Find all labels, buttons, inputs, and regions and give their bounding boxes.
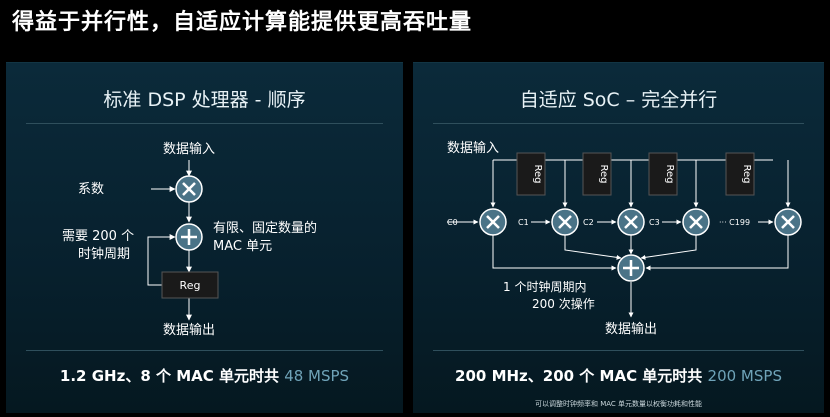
register-block-1 — [516, 152, 546, 196]
left-summary: 1.2 GHz、8 个 MAC 单元时共 48 MSPS — [6, 365, 403, 386]
page-title: 得益于并行性，自适应计算能提供更高吞吐量 — [12, 10, 473, 35]
cycle-note-line1: 1 个时钟周期内 — [503, 279, 586, 294]
sequential-dsp-panel: 标准 DSP 处理器 - 顺序 Reg 数据输入 系数 需要 20 — [6, 62, 403, 413]
adder-icon — [175, 223, 203, 251]
data-output-label: 数据输出 — [605, 321, 657, 337]
register-label-1: Reg — [532, 165, 543, 184]
coefficient-c0: C0 — [447, 218, 458, 227]
multiplier-icon — [617, 208, 645, 236]
left-top-divider — [26, 123, 383, 124]
multiplier-icon — [551, 208, 579, 236]
cycles-needed-line2: 时钟周期 — [78, 246, 130, 262]
register-label: Reg — [180, 279, 201, 292]
parallel-soc-diagram: Reg Reg Reg Reg 数据输入 C0 C1 C — [447, 140, 802, 337]
right-panel-heading: 自适应 SoC – 完全并行 — [519, 89, 718, 111]
left-summary-main: 1.2 GHz、8 个 MAC 单元时共 — [59, 367, 285, 385]
right-summary-throughput: 200 MSPS — [707, 367, 782, 385]
right-bottom-divider — [433, 350, 804, 351]
multiplier-icon — [774, 208, 802, 236]
coefficient-c1: C1 — [518, 218, 529, 227]
register-block-4 — [725, 152, 755, 196]
cycles-needed-line1: 需要 200 个 — [62, 229, 134, 244]
register-label-4: Reg — [741, 165, 752, 184]
coefficient-c199: ··· C199 — [719, 218, 750, 227]
adder-icon — [617, 254, 645, 282]
coefficient-c3: C3 — [649, 218, 660, 227]
data-output-label: 数据输出 — [163, 322, 215, 338]
right-summary: 200 MHz、200 个 MAC 单元时共 200 MSPS — [413, 365, 824, 386]
right-summary-main: 200 MHz、200 个 MAC 单元时共 — [455, 367, 708, 385]
mac-note-line2: MAC 单元 — [213, 239, 272, 254]
coefficient-c2: C2 — [583, 218, 594, 227]
register-block-3 — [648, 152, 678, 196]
cycle-note-line2: 200 次操作 — [532, 296, 595, 311]
register-block — [161, 271, 219, 299]
multiplier-icon — [479, 208, 507, 236]
data-input-label: 数据输入 — [447, 140, 499, 156]
coefficient-label: 系数 — [78, 182, 104, 197]
multiplier-icon — [175, 175, 203, 203]
left-panel-heading: 标准 DSP 处理器 - 顺序 — [103, 89, 306, 111]
register-block-2 — [582, 152, 612, 196]
register-label-2: Reg — [598, 165, 609, 184]
footnote: 可以调整时钟频率和 MAC 单元数量以权衡功耗和性能 — [534, 400, 703, 408]
parallel-soc-panel: 自适应 SoC – 完全并行 — [413, 62, 824, 413]
register-label-3: Reg — [664, 165, 675, 184]
right-top-divider — [433, 123, 804, 124]
left-summary-throughput: 48 MSPS — [284, 367, 350, 385]
data-input-label: 数据输入 — [163, 141, 215, 157]
sequential-dsp-diagram: Reg 数据输入 系数 需要 200 个 时钟周期 有限、固定数量的 MAC 单… — [62, 141, 317, 338]
left-bottom-divider — [26, 350, 383, 351]
mac-note-line1: 有限、固定数量的 — [213, 220, 317, 236]
multiplier-icon — [682, 208, 710, 236]
